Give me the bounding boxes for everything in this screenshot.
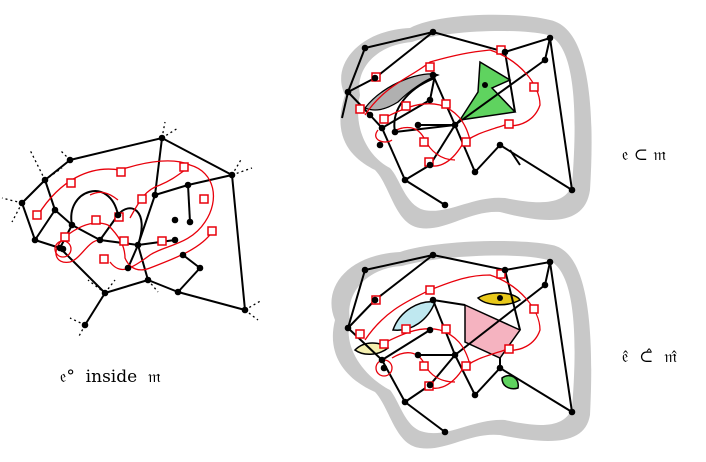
bottom-right-small-green-face xyxy=(501,374,519,390)
left-red-squares xyxy=(32,162,217,264)
top-right-vertices xyxy=(344,28,576,209)
caption-left: 𝔢° inside 𝔪 xyxy=(60,367,161,387)
left-red-loop xyxy=(54,240,72,258)
bottom-right-vertices xyxy=(344,251,576,436)
caption-top-right: 𝔢 ⊂ 𝔪 xyxy=(622,145,667,165)
left-black-edges xyxy=(21,136,246,326)
caption-bottom-right: 𝔢̂ ⊂̂ 𝔪̂ xyxy=(622,347,678,367)
top-right-map xyxy=(340,14,592,229)
left-map xyxy=(1,121,263,339)
left-vertices xyxy=(18,134,249,329)
top-right-white-interior xyxy=(358,30,575,211)
bottom-right-map xyxy=(331,240,592,449)
